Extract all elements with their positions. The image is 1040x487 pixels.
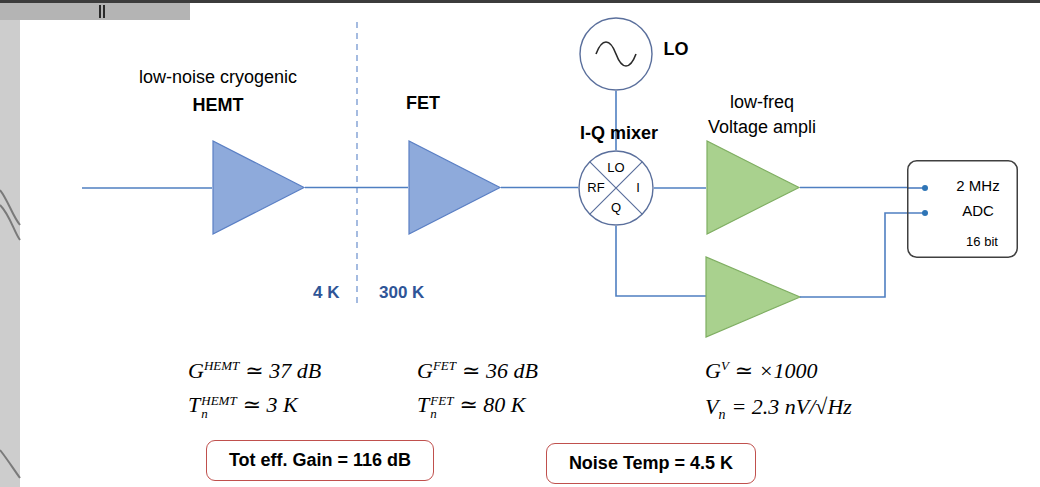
superscript: FET [433, 358, 456, 373]
temperature-label: 300 K [379, 283, 424, 303]
node-text: HEMT [193, 95, 244, 117]
sine-symbol [596, 42, 636, 66]
node-text: low-noise cryogenic [139, 67, 297, 89]
value: ≃ ×1000 [735, 358, 818, 383]
oscillator-circle: LO [579, 17, 653, 91]
parameter-equation: GV ≃ ×1000 [705, 358, 818, 384]
symbol: T [417, 392, 429, 417]
amplifier-triangle-shape [212, 140, 305, 235]
triangle-outline [213, 141, 304, 234]
value: ≃ 37 dB [245, 358, 321, 383]
summary-box: Tot eff. Gain = 116 dB [206, 440, 434, 481]
parameter-equation: TFETn ≃ 80 K [417, 392, 525, 420]
superscript: HEMT [201, 394, 236, 407]
input-dot [922, 210, 928, 216]
node-text: I-Q mixer [580, 123, 658, 145]
subscript: n [430, 407, 453, 420]
amplifier-triangle-shape [408, 140, 501, 235]
amplifier-triangle: FET [408, 140, 501, 235]
q-wire [800, 213, 925, 297]
triangle-outline [409, 141, 500, 234]
symbol: G [188, 358, 204, 383]
input-dot [922, 185, 928, 191]
node-text: LO [607, 160, 624, 176]
parameter-equation: Vn = 2.3 nV/√Hz [705, 394, 852, 423]
node-text: I [636, 180, 640, 196]
signal-wire [305, 187, 408, 189]
node-text: FET [406, 93, 440, 115]
top-bar [0, 0, 1040, 3]
oscillator-outline [580, 18, 652, 90]
q-wire [616, 226, 706, 296]
temperature-label: 4 K [313, 283, 339, 303]
summary-box: Noise Temp = 4.5 K [546, 443, 756, 484]
mixer-circle: I-Q mixerLORFIQ [578, 150, 654, 226]
index-stack: HEMTn [201, 394, 236, 420]
temperature-boundary [356, 22, 357, 305]
index-stack: FETn [430, 394, 453, 420]
symbol: T [188, 392, 200, 417]
summary-text: Tot eff. Gain = 116 dB [229, 450, 411, 470]
mixer-outline [579, 151, 653, 225]
cable-photo [0, 190, 20, 478]
node-text: LO [664, 39, 689, 61]
node-text: RF [587, 180, 604, 196]
amplifier-triangle: low-noise cryogenicHEMT [212, 140, 305, 235]
parameter-equation: GFET ≃ 36 dB [417, 358, 538, 384]
superscript: HEMT [204, 358, 239, 373]
amplifier-triangle: low-freq Voltage ampli [706, 140, 800, 235]
photo-fragment [0, 20, 20, 487]
symbol: G [705, 358, 721, 383]
superscript: V [721, 358, 729, 373]
triangle-outline [707, 141, 799, 234]
input-wire [82, 187, 212, 189]
parameter-equation: THEMTn ≃ 3 K [188, 392, 298, 420]
signal-wire [654, 187, 706, 189]
symbol: G [417, 358, 433, 383]
value: ≃ 80 K [459, 392, 525, 417]
photo-fragment [0, 3, 190, 20]
amplifier-triangle-shape [706, 140, 800, 235]
value: ≃ 36 dB [462, 358, 538, 383]
amplifier-triangle [706, 257, 800, 337]
parameter-equation: GHEMT ≃ 37 dB [188, 358, 321, 384]
node-text: Q [611, 200, 621, 216]
symbol: V [705, 394, 718, 419]
node-text: low-freq Voltage ampli [700, 90, 825, 140]
value: = 2.3 nV/√Hz [731, 394, 851, 419]
subscript: n [718, 407, 725, 422]
signal-wire [800, 187, 907, 189]
node-text: 16 bit [966, 234, 998, 250]
subscript: n [201, 407, 236, 420]
summary-text: Noise Temp = 4.5 K [569, 453, 733, 473]
superscript: FET [430, 394, 453, 407]
box-outline [908, 161, 1018, 258]
signal-wire [501, 187, 578, 189]
adc-box: 2 MHz ADC 16 bit [907, 160, 1018, 258]
value: ≃ 3 K [243, 392, 298, 417]
oscillator-circle-shape [579, 17, 653, 91]
cable-photo [100, 5, 104, 18]
node-text: 2 MHz ADC [943, 173, 1013, 223]
